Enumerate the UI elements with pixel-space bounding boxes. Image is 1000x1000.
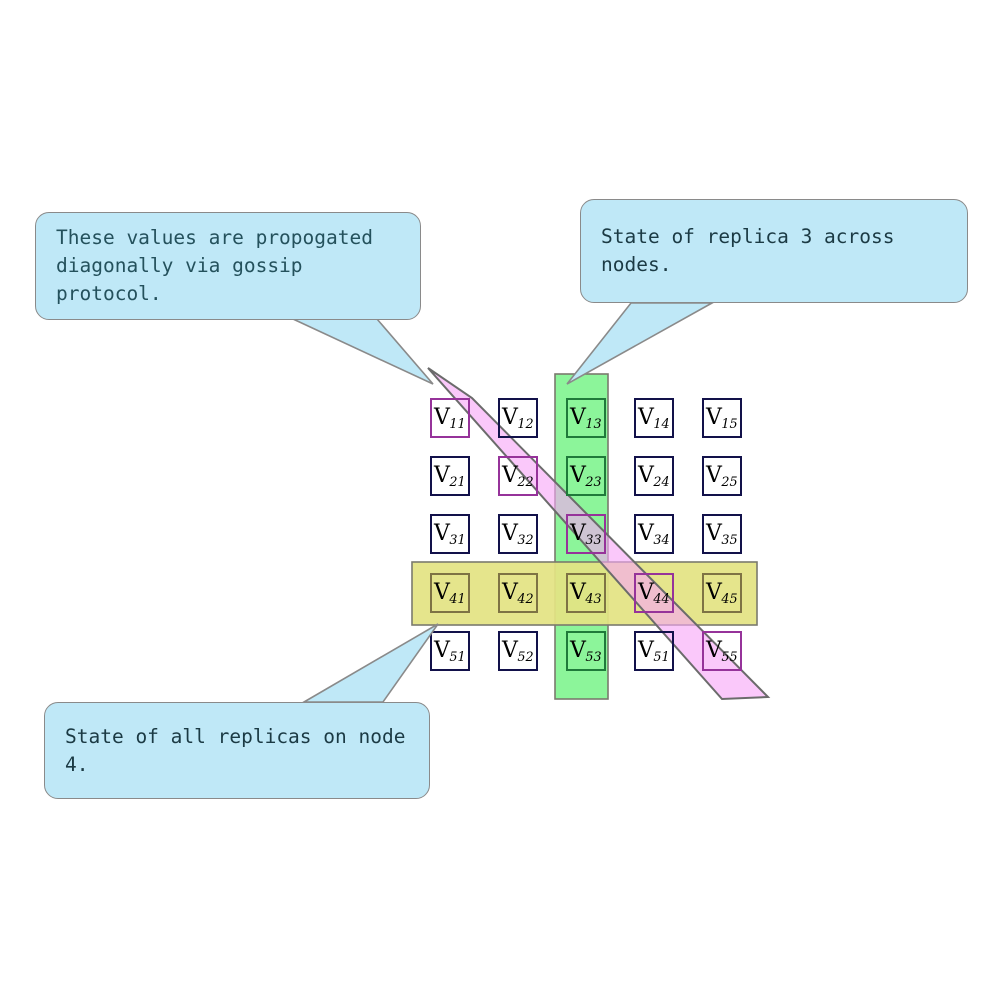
cell-label-subscript: 25 xyxy=(721,475,738,491)
cell-label: V21 xyxy=(433,463,466,491)
grid-cell-v44[interactable]: V44 xyxy=(634,572,674,613)
grid-cell-v24[interactable]: V24 xyxy=(634,456,674,497)
cell-label: V15 xyxy=(705,405,738,433)
cell-label-subscript: 34 xyxy=(653,533,670,549)
cell-label: V34 xyxy=(637,521,670,549)
grid-cell-v32[interactable]: V32 xyxy=(498,514,538,555)
cell-label-subscript: 12 xyxy=(517,417,534,433)
cell-label-subscript: 51 xyxy=(653,649,670,665)
cell-label-subscript: 23 xyxy=(585,475,602,491)
cell-label-subscript: 41 xyxy=(449,591,466,607)
grid-cell-v14[interactable]: V14 xyxy=(634,398,674,438)
cell-label: V43 xyxy=(569,579,602,607)
cell-label: V11 xyxy=(433,405,466,433)
cell-label-subscript: 44 xyxy=(653,591,670,607)
cell-label-subscript: 13 xyxy=(585,417,602,433)
callout-replica-text: State of replica 3 across nodes. xyxy=(601,225,895,276)
cell-label: V55 xyxy=(705,637,738,665)
grid-cell-v53[interactable]: V53 xyxy=(566,630,606,671)
grid-cell-v43[interactable]: V43 xyxy=(566,572,606,613)
cell-label-subscript: 31 xyxy=(449,533,466,549)
callout-gossip-tail xyxy=(292,318,434,385)
cell-label-subscript: 15 xyxy=(721,417,738,433)
cell-label: V51 xyxy=(433,637,466,665)
cell-label-subscript: 53 xyxy=(585,649,602,665)
grid-cell-v31[interactable]: V31 xyxy=(430,514,470,555)
cell-label-subscript: 45 xyxy=(721,591,738,607)
cell-label: V14 xyxy=(637,405,670,433)
cell-label-subscript: 32 xyxy=(517,533,534,549)
cell-label-subscript: 52 xyxy=(517,649,534,665)
grid-cell-v52[interactable]: V52 xyxy=(498,630,538,671)
grid-cell-v13[interactable]: V13 xyxy=(566,398,606,438)
cell-label-subscript: 42 xyxy=(517,591,534,607)
callout-gossip-protocol[interactable]: These values are propogated diagonally v… xyxy=(35,212,421,320)
callout-node-text: State of all replicas on node 4. xyxy=(65,724,406,776)
gossip-diagonal-band xyxy=(427,367,771,701)
cell-label: V13 xyxy=(569,405,602,433)
cell-label: V35 xyxy=(705,521,738,549)
callout-node-tail xyxy=(301,623,439,703)
grid-cell-v11[interactable]: V11 xyxy=(430,398,470,438)
cell-label: V24 xyxy=(637,463,670,491)
grid-cell-v34[interactable]: V34 xyxy=(634,514,674,555)
grid-cell-v45[interactable]: V45 xyxy=(702,572,742,613)
grid-cell-v51[interactable]: V51 xyxy=(430,630,470,671)
cell-label: V41 xyxy=(433,579,466,607)
cell-label-subscript: 22 xyxy=(517,475,534,491)
cell-label: V45 xyxy=(705,579,738,607)
grid-cell-v21[interactable]: V21 xyxy=(430,456,470,497)
callout-replica-tail xyxy=(566,302,716,385)
cell-label-subscript: 33 xyxy=(585,533,602,549)
grid-cell-v41[interactable]: V41 xyxy=(430,572,470,613)
cell-label-subscript: 55 xyxy=(721,649,738,665)
cell-label: V44 xyxy=(637,579,670,607)
grid-cell-v35[interactable]: V35 xyxy=(702,514,742,555)
cell-label: V33 xyxy=(569,521,602,549)
callout-replica-3[interactable]: State of replica 3 across nodes. xyxy=(580,199,968,303)
cell-label: V22 xyxy=(501,463,534,491)
grid-cell-v25[interactable]: V25 xyxy=(702,456,742,497)
grid-cell-v33[interactable]: V33 xyxy=(566,514,606,555)
cell-label: V51 xyxy=(637,637,670,665)
cell-label-subscript: 14 xyxy=(653,417,670,433)
cell-label: V32 xyxy=(501,521,534,549)
callout-gossip-text: These values are propogated diagonally v… xyxy=(56,226,373,305)
grid-cell-v23[interactable]: V23 xyxy=(566,456,606,497)
cell-label: V12 xyxy=(501,405,534,433)
cell-label: V25 xyxy=(705,463,738,491)
cell-label: V42 xyxy=(501,579,534,607)
cell-label: V53 xyxy=(569,637,602,665)
grid-cell-v15[interactable]: V15 xyxy=(702,398,742,438)
grid-cell-v22[interactable]: V22 xyxy=(498,456,538,497)
callout-node-4[interactable]: State of all replicas on node 4. xyxy=(44,702,430,799)
cell-label-subscript: 51 xyxy=(449,649,466,665)
grid-cell-v12[interactable]: V12 xyxy=(498,398,538,438)
cell-label-subscript: 24 xyxy=(653,475,670,491)
cell-label-subscript: 21 xyxy=(449,475,466,491)
grid-cell-v51[interactable]: V51 xyxy=(634,630,674,671)
cell-label: V31 xyxy=(433,521,466,549)
cell-label-subscript: 11 xyxy=(449,417,466,433)
grid-cell-v55[interactable]: V55 xyxy=(702,630,742,671)
cell-label: V52 xyxy=(501,637,534,665)
cell-label-subscript: 43 xyxy=(585,591,602,607)
cell-label: V23 xyxy=(569,463,602,491)
grid-cell-v42[interactable]: V42 xyxy=(498,572,538,613)
cell-label-subscript: 35 xyxy=(721,533,738,549)
